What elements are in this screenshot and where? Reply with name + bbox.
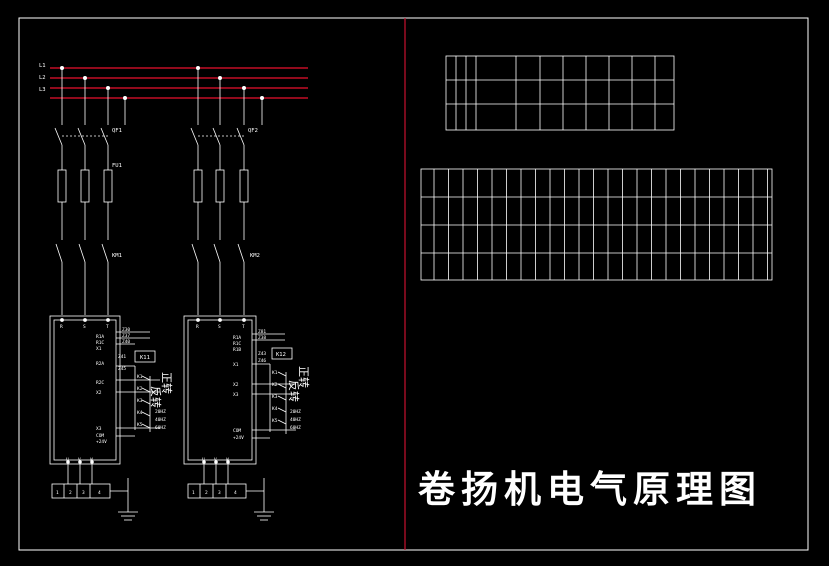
breaker-2-label: QF2 <box>248 128 258 134</box>
drawing-border <box>18 17 809 551</box>
contact-label: K5 <box>272 418 278 424</box>
contact-label: K2 <box>137 386 143 392</box>
left-label: X1 <box>96 346 102 352</box>
table-top-frame <box>445 55 675 131</box>
circuit-2 <box>183 66 296 521</box>
left-label: X3 <box>96 426 102 432</box>
contact-label: K2 <box>272 382 278 388</box>
contact-label: K1 <box>137 374 143 380</box>
reverse-label: 反转 <box>149 386 163 408</box>
right-label: Z40 <box>122 339 130 345</box>
relay-2-label: K12 <box>276 352 286 358</box>
speed-label: 40HZ <box>155 417 166 423</box>
right-label: Z30 <box>122 327 130 333</box>
left-label: R1B <box>233 347 241 353</box>
right-label: Z37 <box>122 333 130 339</box>
tb-label: 1 <box>56 490 59 496</box>
contact-label: K4 <box>272 406 278 412</box>
left-label: R1A <box>233 335 241 341</box>
tb-label: 3 <box>82 490 85 496</box>
bus-label-l2: L2 <box>39 75 46 81</box>
left-label: X1 <box>233 362 239 368</box>
tb-label: 1 <box>192 490 195 496</box>
terminal-w-1: W <box>90 457 93 463</box>
left-label: X3 <box>233 392 239 398</box>
parts-table-bottom <box>420 168 773 281</box>
speed-label: 40HZ <box>290 417 301 423</box>
terminal-u-2: U <box>202 457 205 463</box>
relay-1-label: K11 <box>140 355 150 361</box>
bus-label-l3: L3 <box>39 87 46 93</box>
tb-label: 4 <box>234 490 237 496</box>
reverse-label: 反转 <box>287 380 301 402</box>
breaker-1-label: QF1 <box>112 128 122 134</box>
left-label: R2A <box>96 361 104 367</box>
tb-label: 2 <box>69 490 72 496</box>
right-label: Z38 <box>258 335 266 341</box>
contact-label: K5 <box>137 422 143 428</box>
terminal-w-2: W <box>226 457 229 463</box>
terminal-r-2: R <box>196 324 199 330</box>
fuse-1-label: FU1 <box>112 163 122 169</box>
left-label: R2C <box>96 380 104 386</box>
terminal-s-1: S <box>83 324 86 330</box>
left-label: +24V <box>233 435 244 441</box>
right-label: Z43 <box>258 351 266 357</box>
speed-label: 20HZ <box>155 409 166 415</box>
speed-label: 20HZ <box>290 409 301 415</box>
right-label: Z41 <box>118 354 126 360</box>
left-label: X2 <box>96 390 102 396</box>
terminal-v-2: V <box>214 457 217 463</box>
tb-label: 4 <box>98 490 101 496</box>
circuit-1 <box>49 66 160 521</box>
left-label: R1C <box>233 341 241 347</box>
left-label: COM <box>96 433 104 439</box>
contact-label: K3 <box>272 394 278 400</box>
contact-label: K3 <box>137 398 143 404</box>
right-label: Z81 <box>258 329 266 335</box>
power-bus: L1 L2 L3 <box>39 63 308 99</box>
table-bottom-frame <box>420 168 773 281</box>
terminal-u-1: U <box>66 457 69 463</box>
terminal-v-1: V <box>78 457 81 463</box>
tb-label: 3 <box>218 490 221 496</box>
left-label: R1C <box>96 340 104 346</box>
speed-label: 60HZ <box>290 425 301 431</box>
speed-label: 60HZ <box>155 425 166 431</box>
parts-table-top <box>445 55 675 131</box>
contact-label: K4 <box>137 410 143 416</box>
left-label: R1A <box>96 334 104 340</box>
circuit-2-labels: QF2 KM2 R S T R1A R1C R1B X1 X2 X3 COM +… <box>192 128 311 496</box>
terminal-t-1: T <box>106 324 109 330</box>
drawing-title: 卷扬机电气原理图 <box>418 467 762 511</box>
tb-label: 2 <box>205 490 208 496</box>
forward-label: 正转 <box>160 372 174 394</box>
terminal-s-2: S <box>218 324 221 330</box>
right-label: Z45 <box>118 366 126 372</box>
contact-label: K1 <box>272 370 278 376</box>
left-label: COM <box>233 428 241 434</box>
left-label: +24V <box>96 439 107 445</box>
contactor-1-label: KM1 <box>112 253 122 259</box>
right-label: Z46 <box>258 358 266 364</box>
terminal-t-2: T <box>242 324 245 330</box>
left-label: X2 <box>233 382 239 388</box>
bus-label-l1: L1 <box>39 63 46 69</box>
circuit-1-labels: QF1 FU1 KM1 R S T R1A R1C X1 R2A R2C X2 … <box>56 128 174 496</box>
contactor-2-label: KM2 <box>250 253 260 259</box>
terminal-r-1: R <box>60 324 63 330</box>
forward-label: 正转 <box>297 366 311 388</box>
